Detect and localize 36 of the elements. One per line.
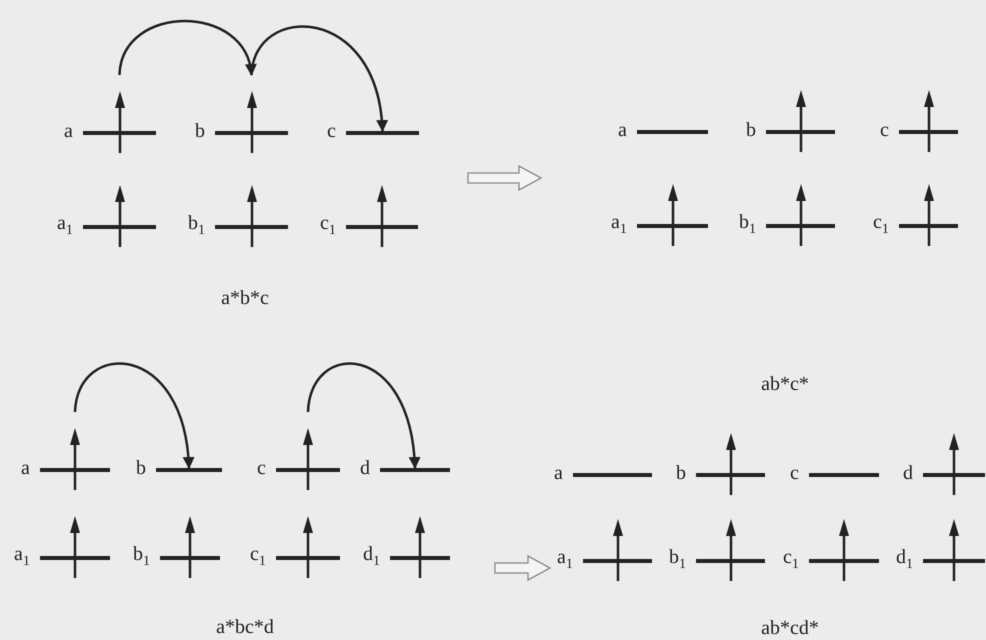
level-label: c$_{1}$ — [250, 544, 266, 568]
level-label: b$_{1}$ — [188, 212, 205, 238]
curved-arrow — [118, 20, 256, 76]
level-label: b$_{1}$ — [669, 546, 686, 572]
level-label: a — [64, 121, 73, 141]
level-label: c — [880, 120, 889, 140]
level-label: c — [790, 463, 799, 483]
level-label: b — [676, 463, 686, 483]
level-label: c — [257, 458, 266, 478]
level-label: a — [618, 120, 627, 140]
level-label: a — [21, 458, 30, 478]
level-label: b — [195, 121, 205, 141]
level-label: a$_{1}$ — [611, 212, 627, 236]
curved-arrow — [306, 362, 420, 469]
level-label: c — [327, 121, 336, 141]
level-label: b$_{1}$ — [133, 544, 150, 568]
level-label: b$_{1}$ — [739, 212, 756, 236]
level-label: a — [554, 463, 563, 483]
configuration-caption: ab*cd* — [761, 618, 819, 638]
level-label: b — [136, 458, 146, 478]
level-label: b — [746, 120, 756, 140]
curved-arrow — [250, 25, 388, 132]
level-label: c$_{1}$ — [320, 212, 336, 238]
level-label: d — [360, 458, 370, 478]
configuration-caption: a*bc*d — [216, 617, 274, 637]
level-label: d — [903, 463, 913, 483]
configuration-caption: a*b*c — [221, 288, 269, 308]
level-label: d$_{1}$ — [363, 544, 380, 568]
curved-arrow — [74, 362, 194, 469]
level-label: c$_{1}$ — [873, 212, 889, 236]
configuration-caption: ab*c* — [761, 374, 809, 394]
level-label: a$_{1}$ — [14, 544, 30, 568]
level-label: c$_{1}$ — [783, 546, 799, 572]
level-label: d$_{1}$ — [896, 546, 913, 572]
level-label: a$_{1}$ — [57, 212, 73, 238]
level-label: a$_{1}$ — [557, 546, 573, 572]
